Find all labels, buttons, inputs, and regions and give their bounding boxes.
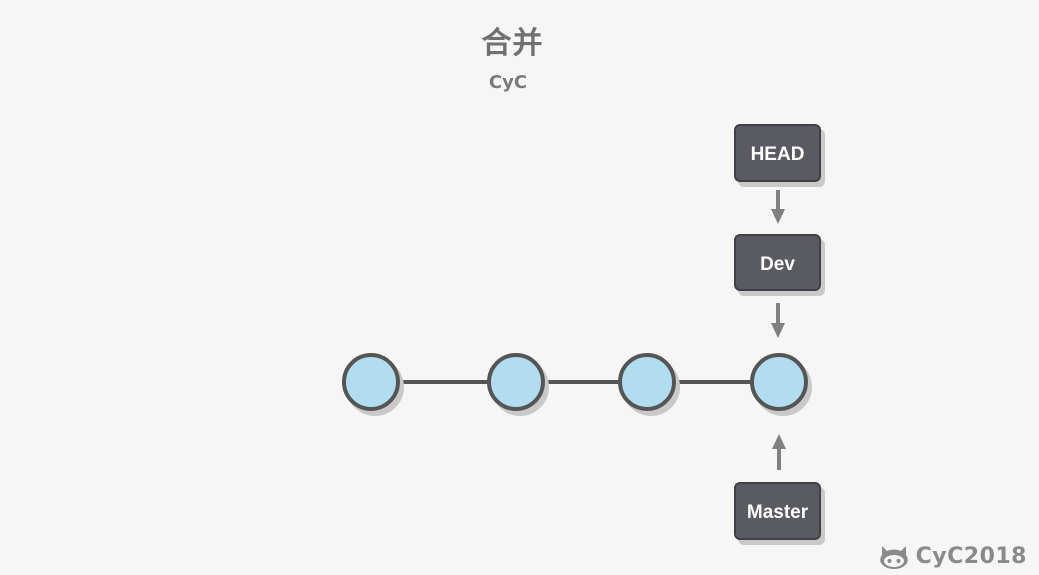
commit-node-1 [342, 353, 400, 411]
watermark-text: CyC2018 [915, 543, 1027, 569]
head-ref: HEAD [734, 124, 821, 182]
master-ref: Master [734, 482, 821, 540]
commit-node-4 [750, 353, 808, 411]
master-label: Master [747, 502, 809, 523]
diagram-subtitle: CyC [488, 72, 528, 93]
github-octocat-icon [879, 546, 908, 569]
diagram-title: 合并 [481, 26, 544, 61]
dev-label: Dev [760, 254, 795, 275]
watermark: CyC2018 [878, 541, 1027, 571]
dev-ref: Dev [734, 234, 821, 291]
arrow-master-to-commit [772, 434, 786, 470]
arrow-head-to-dev [771, 190, 785, 224]
commit-node-2 [487, 353, 545, 411]
head-label: HEAD [751, 144, 805, 165]
arrow-dev-to-commit [771, 303, 785, 338]
commit-node-3 [618, 353, 676, 411]
